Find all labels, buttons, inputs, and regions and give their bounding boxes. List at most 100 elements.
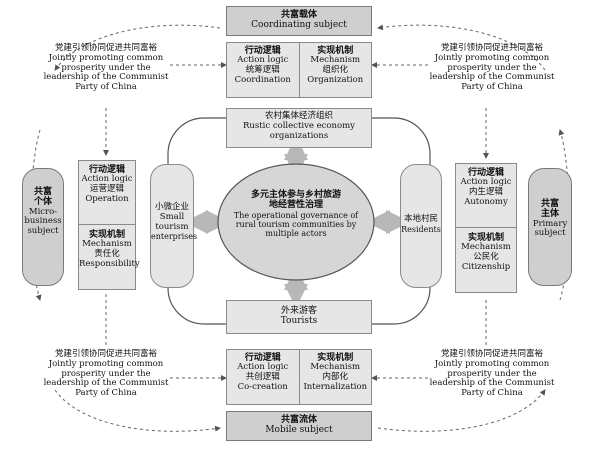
center-cn2: 地经营性治理 xyxy=(268,200,323,211)
bottom-subject-en: Mobile subject xyxy=(265,425,333,436)
corner-text-top-left: 党建引领协同促进共同富裕 Jointly promoting common pr… xyxy=(36,43,176,93)
right-logic-title: 行动逻辑 xyxy=(467,168,504,178)
right-mech-box: 实现机制 Mechanism 公民化 Citizenship xyxy=(456,228,516,273)
bottom-logic-en2: Co-creation xyxy=(237,381,288,392)
inner-bottom-box: 外来游客 Tourists xyxy=(226,300,372,334)
inner-left-en1: Small xyxy=(159,211,185,222)
right-logic-box: 行动逻辑 Action logic 内生逻辑 Autonomy xyxy=(456,164,516,228)
inner-right-cn: 本地村民 xyxy=(403,214,438,224)
bl-en1: Jointly promoting common xyxy=(48,358,164,369)
bottom-mech-title: 实现机制 xyxy=(317,353,354,363)
left-subject-en1: Micro- xyxy=(28,206,58,217)
left-subject-cn1: 共富 xyxy=(33,187,52,197)
right-logic-en2: Autonomy xyxy=(464,196,508,207)
tr-en4: Party of China xyxy=(461,82,523,93)
bl-en4: Party of China xyxy=(75,388,137,399)
inner-left-en2: tourism xyxy=(155,221,189,232)
br-cn: 党建引领协同促进共同富裕 xyxy=(440,349,543,359)
center-en1: The operational governance of xyxy=(233,210,359,220)
center-text: 多元主体参与乡村旅游 地经营性治理 The operational govern… xyxy=(222,190,370,238)
top-logic-title: 行动逻辑 xyxy=(244,46,281,56)
top-logic-en: Action logic xyxy=(237,55,289,66)
right-logic-en: Action logic xyxy=(460,177,512,188)
left-logic-title: 行动逻辑 xyxy=(88,165,125,175)
right-mech-en: Mechanism xyxy=(461,242,511,253)
corner-text-bottom-left: 党建引领协同促进共同富裕 Jointly promoting common pr… xyxy=(36,349,176,399)
top-mech-en: Mechanism xyxy=(310,55,361,66)
bottom-logic-cn: 共创逻辑 xyxy=(245,372,280,383)
right-logic-cn: 内生逻辑 xyxy=(468,187,503,198)
inner-right-en: Residents xyxy=(401,224,441,234)
right-mech-en2: Citizenship xyxy=(461,261,511,272)
top-mech-en2: Organization xyxy=(307,74,364,85)
center-en3: multiple actors xyxy=(265,229,327,239)
arc-bottom-right xyxy=(377,389,546,432)
tl-en3: leadership of the Communist xyxy=(43,72,169,83)
corner-text-top-right: 党建引领协同促进共同富裕 Jointly promoting common pr… xyxy=(422,43,562,93)
left-logic-en2: Operation xyxy=(85,193,129,204)
top-logic-cn: 统筹逻辑 xyxy=(245,65,280,76)
inner-left-en3: enterprises xyxy=(151,232,198,242)
right-subject-cn2: 主体 xyxy=(540,209,559,220)
tr-cn: 党建引领协同促进共同富裕 xyxy=(440,43,543,53)
bottom-logic-mech: 行动逻辑 Action logic 共创逻辑 Co-creation 实现机制 … xyxy=(226,349,372,405)
tl-en2: prosperity under the xyxy=(61,62,151,73)
inner-left-cn: 小微企业 xyxy=(154,202,189,212)
inner-bottom-cn: 外来游客 xyxy=(280,306,317,316)
inner-left-pill: 小微企业 Small tourism enterprises xyxy=(150,164,198,288)
top-mech-cn: 组织化 xyxy=(322,65,348,76)
top-logic-box: 行动逻辑 Action logic 统筹逻辑 Coordination xyxy=(227,43,300,97)
left-logic-mech: 行动逻辑 Action logic 运营逻辑 Operation 实现机制 Me… xyxy=(78,160,140,290)
bottom-subject-box: 共富流体 Mobile subject xyxy=(226,411,372,441)
arc-top-left xyxy=(54,24,221,71)
left-mech-title: 实现机制 xyxy=(88,230,125,240)
tl-en4: Party of China xyxy=(75,82,137,93)
right-subject-cn1: 共富 xyxy=(540,199,559,209)
br-en4: Party of China xyxy=(461,388,523,399)
top-mech-box: 实现机制 Mechanism 组织化 Organization xyxy=(300,43,372,97)
top-subject-en: Coordinating subject xyxy=(251,20,347,31)
bl-en3: leadership of the Communist xyxy=(43,378,169,389)
top-subject-box: 共富载体 Coordinating subject xyxy=(226,6,372,36)
top-subject-cn: 共富载体 xyxy=(280,10,317,20)
br-en3: leadership of the Communist xyxy=(429,378,555,389)
bottom-mech-en2: Internalization xyxy=(303,381,368,392)
left-mech-cn: 责任化 xyxy=(94,249,120,260)
right-subject-en1: Primary xyxy=(532,218,568,229)
bl-cn: 党建引领协同促进共同富裕 xyxy=(54,349,157,359)
br-en2: prosperity under the xyxy=(447,368,537,379)
left-subject-en3: subject xyxy=(27,226,59,237)
bl-en2: prosperity under the xyxy=(61,368,151,379)
bottom-mech-en: Mechanism xyxy=(310,362,361,373)
tr-en2: prosperity under the xyxy=(447,62,537,73)
top-mech-title: 实现机制 xyxy=(317,46,354,56)
top-logic-mech: 行动逻辑 Action logic 统筹逻辑 Coordination 实现机制… xyxy=(226,42,372,98)
right-logic-mech: 行动逻辑 Action logic 内生逻辑 Autonomy 实现机制 Mec… xyxy=(455,163,517,293)
right-subject-en2: subject xyxy=(534,228,566,239)
center-ellipse xyxy=(217,163,375,281)
left-mech-box: 实现机制 Mechanism 责任化 Responsibility xyxy=(79,225,140,270)
inner-top-en2: organizations xyxy=(269,130,329,141)
bottom-logic-en: Action logic xyxy=(237,362,289,373)
tr-en1: Jointly promoting common xyxy=(434,52,550,63)
arc-bottom-left xyxy=(54,389,221,432)
left-logic-box: 行动逻辑 Action logic 运营逻辑 Operation xyxy=(79,161,135,225)
bottom-mech-box: 实现机制 Mechanism 内部化 Internalization xyxy=(300,350,372,404)
bottom-subject-cn: 共富流体 xyxy=(280,415,317,425)
right-mech-title: 实现机制 xyxy=(467,233,504,243)
top-logic-en2: Coordination xyxy=(234,74,291,85)
center-en2: rural tourism communities by xyxy=(235,219,357,229)
center-cn1: 多元主体参与乡村旅游 xyxy=(250,190,341,200)
right-mech-cn: 公民化 xyxy=(473,252,499,263)
left-logic-cn: 运营逻辑 xyxy=(89,184,124,195)
left-logic-en: Action logic xyxy=(81,174,133,185)
left-subject-pill: 共富 个体 Micro- business subject xyxy=(22,168,64,286)
tl-cn: 党建引领协同促进共同富裕 xyxy=(54,43,157,53)
inner-top-en1: Rustic collective economy xyxy=(243,120,355,131)
left-mech-en: Mechanism xyxy=(82,239,132,250)
br-en1: Jointly promoting common xyxy=(434,358,550,369)
bottom-logic-title: 行动逻辑 xyxy=(244,353,281,363)
left-subject-cn2: 个体 xyxy=(33,197,52,208)
inner-top-box: 农村集体经济组织 Rustic collective economy organ… xyxy=(226,108,372,148)
